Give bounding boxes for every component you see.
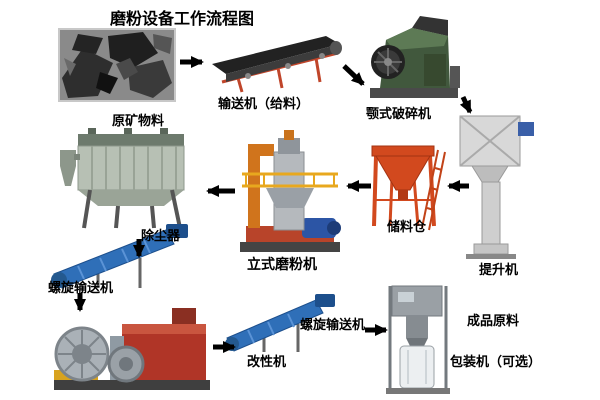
label-dust-collector: 除尘器 [141, 228, 181, 243]
label-modifier: 改性机 [247, 354, 287, 369]
conveyor-machine [208, 26, 346, 94]
jaw-crusher-machine [364, 10, 464, 106]
label-raw-material: 原矿物料 [112, 113, 165, 128]
arrow-conveyor-to-crusher [342, 64, 365, 86]
label-packing: 包装机（可选） [450, 354, 542, 369]
diagram-title: 磨粉设备工作流程图 [110, 11, 255, 28]
label-silo: 储料仓 [387, 219, 427, 234]
label-screw-conveyor-2: 螺旋输送机 [300, 317, 366, 332]
arrow-crusher-to-elevator [459, 95, 473, 114]
label-finished-product: 成品原料 [467, 313, 520, 328]
packing-machine [384, 284, 454, 396]
label-screw-conveyor-1: 螺旋输送机 [48, 280, 114, 295]
unlabeled-machine [52, 306, 212, 394]
label-jaw-crusher: 颚式破碎机 [366, 106, 432, 121]
storage-silo-machine [368, 138, 446, 238]
label-conveyor: 输送机（给料） [218, 96, 310, 111]
label-elevator: 提升机 [479, 262, 519, 277]
label-mill: 立式磨粉机 [247, 256, 317, 272]
screw-conveyor-1-machine [48, 222, 193, 290]
bucket-elevator-machine [458, 112, 546, 260]
raw-material-image [58, 28, 176, 102]
dust-collector-machine [60, 128, 200, 232]
vertical-mill-machine [236, 130, 344, 256]
